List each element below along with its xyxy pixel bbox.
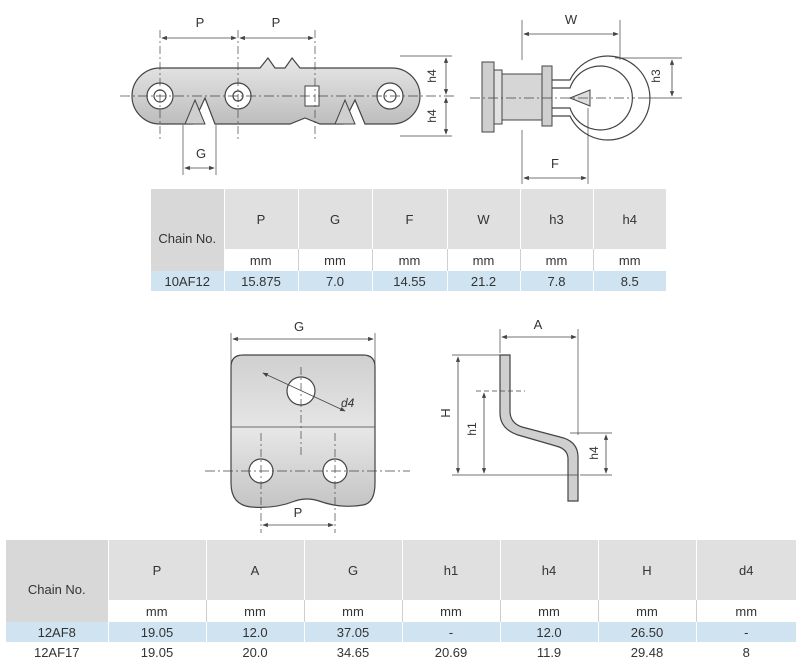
col-header-chain-no: Chain No. [6,540,108,622]
dim-h4-top: h4 [425,69,439,83]
col-header-f: F [371,189,447,250]
cell-value: 8 [695,642,796,662]
unit-cell: mm [592,249,666,271]
cell-value: 26.50 [597,622,696,642]
chain-link-side-view: W h3 F [470,12,682,184]
cell-value: 19.05 [107,622,206,642]
dim-big-h: H [438,408,453,417]
link-plate-shape [131,56,421,125]
dim-p2: P [272,15,281,30]
unit-cell: mm [695,600,796,622]
col-header-d4: d4 [695,540,796,601]
cell-value: 21.2 [446,271,520,291]
cell-value: 7.0 [297,271,372,291]
cell-chain-no: 12AF17 [6,642,108,662]
cell-value: 14.55 [371,271,447,291]
cell-value: 8.5 [592,271,666,291]
col-header-chain-no: Chain No. [151,189,224,271]
unit-cell: mm [519,249,593,271]
dim-f: F [551,156,559,171]
cell-value: 20.0 [205,642,304,662]
cell-value: 12.0 [205,622,304,642]
dim-g2: G [294,319,304,334]
spec-table-10af12: Chain No. P G F W h3 h4 mm mm mm mm mm m… [151,189,666,291]
cell-value: 15.875 [223,271,298,291]
dim-d4: d4 [341,396,355,410]
cell-value: 37.05 [303,622,402,642]
dim-h3: h3 [649,69,663,83]
table-row: 10AF12 15.875 7.0 14.55 21.2 7.8 8.5 [151,271,666,291]
cell-chain-no: 12AF8 [6,622,108,642]
dim-h1: h1 [465,422,479,436]
unit-cell: mm [499,600,598,622]
col-header-p: P [223,189,298,250]
cell-value: 11.9 [499,642,598,662]
dim-h4-bottom: h4 [425,109,439,123]
dim-p1: P [196,15,205,30]
dim-g: G [196,146,206,161]
col-header-h4: h4 [499,540,598,601]
col-header-big-h: H [597,540,696,601]
table-row: 12AF17 19.05 20.0 34.65 20.69 11.9 29.48… [6,642,796,662]
chain-link-front-view: P P G h4 h4 [120,15,455,175]
cell-value: - [695,622,796,642]
table-row: 12AF8 19.05 12.0 37.05 - 12.0 26.50 - [6,622,796,642]
dim-a: A [534,317,543,332]
cell-value: 20.69 [401,642,500,662]
unit-cell: mm [401,600,500,622]
attachment-plate-side-view: A H h1 h4 [438,317,612,502]
unit-cell: mm [297,249,372,271]
spec-table-12af: Chain No. P A G h1 h4 H d4 mm mm mm mm m… [6,540,796,662]
dim-w: W [565,12,578,27]
cell-value: - [401,622,500,642]
unit-cell: mm [224,249,298,271]
cell-value: 34.65 [303,642,402,662]
col-header-h1: h1 [401,540,500,601]
unit-cell: mm [597,600,696,622]
col-header-g: G [303,540,402,601]
dim-p3: P [294,505,303,520]
col-header-h4: h4 [592,189,666,250]
unit-cell: mm [303,600,402,622]
cell-value: 7.8 [519,271,593,291]
unit-cell: mm [205,600,304,622]
col-header-p: P [107,540,206,601]
cell-value: 29.48 [597,642,696,662]
bent-plate-shape [499,354,579,502]
unit-cell: mm [371,249,447,271]
col-header-g: G [297,189,372,250]
dim-h4-side: h4 [587,446,601,460]
cell-value: 19.05 [107,642,206,662]
col-header-a: A [205,540,304,601]
attachment-plate-front-view: d4 G P [205,319,410,533]
col-header-h3: h3 [519,189,593,250]
col-header-w: W [446,189,520,250]
unit-cell: mm [108,600,206,622]
cell-chain-no: 10AF12 [151,271,224,291]
unit-cell: mm [446,249,520,271]
cell-value: 12.0 [499,622,598,642]
